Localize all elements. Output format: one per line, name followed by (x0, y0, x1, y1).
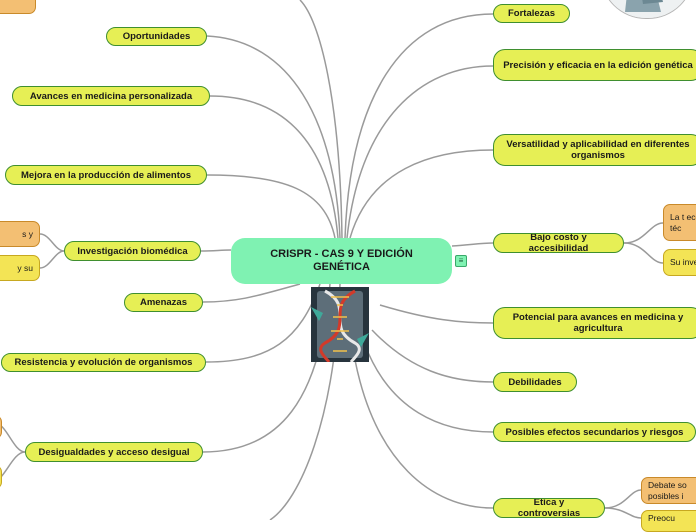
topic-desigualdades[interactable]: Desigualdades y acceso desigual (25, 442, 203, 462)
topic-label: Amenazas (140, 297, 187, 308)
topic-label: Posibles efectos secundarios y riesgos (505, 426, 684, 438)
link-bajo-costo-sub1 (623, 222, 664, 244)
topic-investigacion-biomedica[interactable]: Investigación biomédica (64, 241, 201, 261)
topic-label: Potencial para avances en medicina y agr… (512, 312, 684, 334)
topic-label: Versatilidad y aplicabilidad en diferent… (506, 139, 690, 161)
link-medicina-personalizada (209, 95, 339, 239)
topic-oportunidades[interactable]: Oportunidades (106, 27, 207, 46)
link-top-offscreen (299, 0, 343, 239)
link-efectos (364, 344, 494, 433)
link-oportunidades (206, 35, 341, 239)
topic-label: Investigación biomédica (77, 245, 188, 257)
topic-potencial-avances[interactable]: Potencial para avances en medicina y agr… (493, 307, 696, 339)
topic-versatilidad[interactable]: Versatilidad y aplicabilidad en diferent… (493, 134, 696, 166)
link-precision (346, 65, 494, 239)
topic-label: Resistencia y evolución de organismos (14, 357, 193, 368)
central-topic[interactable]: CRISPR - CAS 9 Y EDICIÓN GENÉTICA (231, 238, 452, 284)
link-investigacion-sub2 (39, 250, 65, 269)
link-fortalezas (344, 13, 494, 239)
link-etica-sub2 (604, 507, 642, 519)
topic-resistencia-evolucion[interactable]: Resistencia y evolución de organismos (1, 353, 206, 372)
topic-label: Desigualdades y acceso desigual (38, 446, 190, 458)
topic-medicina-personalizada[interactable]: Avances en medicina personalizada (12, 86, 210, 106)
subtopic-bajo-costo-1[interactable]: La t eco téc (663, 204, 696, 241)
notes-icon[interactable]: ≡ (455, 255, 467, 267)
link-potencial (379, 304, 494, 324)
topic-bajo-costo[interactable]: Bajo costo y accesibilidad (493, 233, 624, 253)
topic-label: Oportunidades (122, 31, 191, 42)
topic-amenazas[interactable]: Amenazas (124, 293, 203, 312)
link-desigualdades-sub2 (0, 451, 26, 479)
dna-illustration (311, 287, 369, 362)
subtopic-etica-2[interactable]: Preocu (641, 510, 696, 532)
topic-precision-eficacia[interactable]: Precisión y eficacia en la edición genét… (493, 49, 696, 81)
subtopic-etica-1[interactable]: Debate so posibles i (641, 477, 696, 504)
subtopic-investigacion-2[interactable]: y su (0, 255, 40, 281)
topic-label: Fortalezas (508, 8, 555, 19)
link-bajo-costo-sub2 (623, 242, 664, 264)
link-investigacion (200, 249, 232, 252)
topic-label: Precisión y eficacia en la edición genét… (503, 59, 693, 71)
link-versatilidad (349, 149, 494, 239)
topic-etica-controversias[interactable]: Ética y controversias (493, 498, 605, 518)
topic-label: Bajo costo y accesibilidad (528, 233, 589, 253)
link-amenazas (202, 283, 301, 303)
topic-label: Avances en medicina personalizada (29, 90, 193, 102)
link-resistencia (205, 283, 321, 363)
topic-label: Ética y controversias (517, 498, 581, 518)
link-etica-sub1 (604, 489, 642, 509)
offscreen-node-top-left[interactable] (0, 0, 36, 14)
topic-produccion-alimentos[interactable]: Mejora en la producción de alimentos (5, 165, 207, 185)
connector-lines (0, 0, 664, 520)
topic-efectos-secundarios[interactable]: Posibles efectos secundarios y riesgos (493, 422, 696, 442)
link-investigacion-sub1 (39, 233, 65, 252)
central-topic-title: CRISPR - CAS 9 Y EDICIÓN GENÉTICA (270, 248, 413, 273)
dna-helix-icon (311, 287, 369, 362)
subtopic-investigacion-1[interactable]: s y (0, 221, 40, 247)
topic-fortalezas[interactable]: Fortalezas (493, 4, 570, 23)
topic-debilidades[interactable]: Debilidades (493, 372, 577, 392)
link-alimentos (206, 174, 336, 239)
topic-label: Mejora en la producción de alimentos (21, 169, 191, 181)
link-desigualdades-sub1 (0, 424, 26, 453)
link-etica (354, 359, 494, 509)
link-debilidades (371, 329, 494, 383)
subtopic-bajo-costo-2[interactable]: Su inve (663, 249, 696, 276)
link-bajo-costo (451, 242, 494, 247)
topic-label: Debilidades (508, 376, 562, 388)
